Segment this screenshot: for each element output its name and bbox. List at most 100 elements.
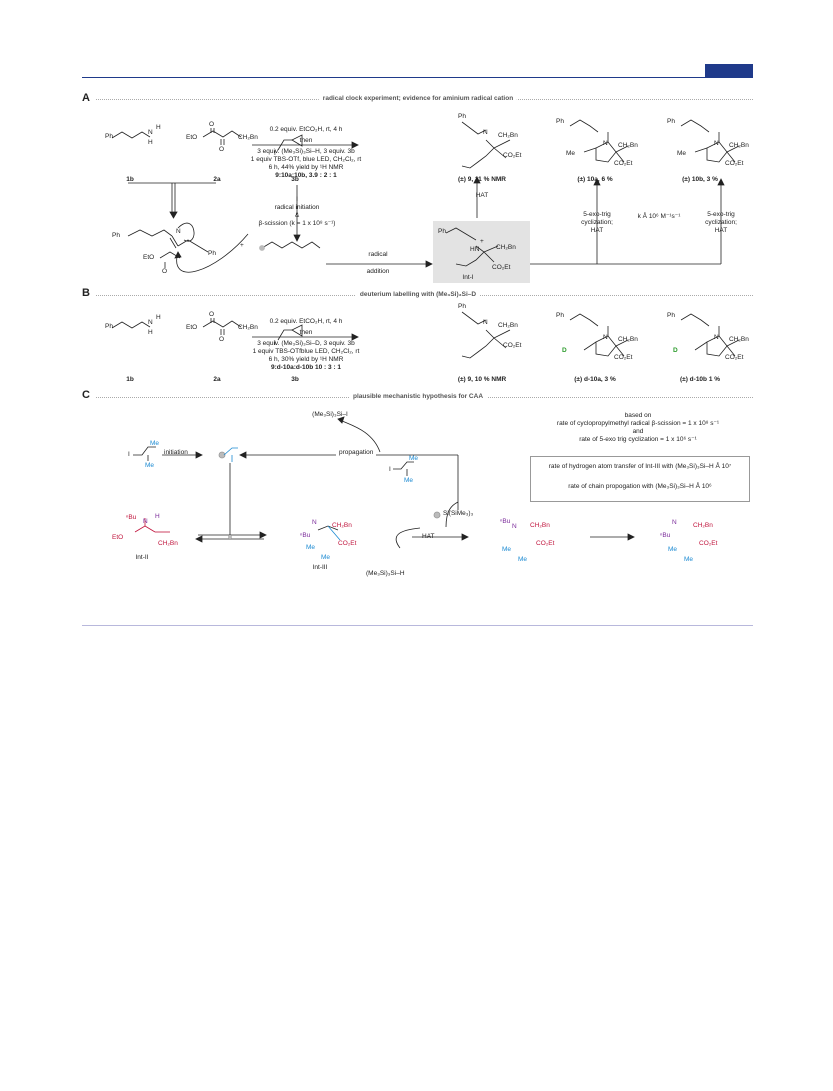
b-cond-2: 3 equiv. (Me₃Si)₃Si–D, 3 equiv. 3b	[257, 340, 355, 347]
b-p10b-ch2bn: CH₂Bn	[729, 336, 749, 343]
b-label-1b: 1b	[126, 376, 134, 383]
b-p10b-ph: Ph	[667, 312, 675, 319]
c-int2-nbu: ⁿBu	[126, 514, 137, 521]
c-based-2: and	[632, 428, 644, 435]
a-label-2a: 2a	[213, 176, 221, 183]
rates-box-line-1: rate of chain propogation with (Me₃Si)₃S…	[568, 483, 712, 490]
b-3b-i: I	[274, 340, 276, 347]
section-c-letter: C	[82, 389, 90, 401]
a-addition: addition	[366, 268, 390, 275]
footer-rule	[82, 625, 753, 626]
a-p10b-n: N	[714, 140, 719, 147]
a-cond-2: 3 equiv. (Me₃Si)₃Si–H, 3 equiv. 3b	[257, 148, 355, 155]
a-3b-i: I	[274, 150, 276, 157]
a-1b-n: N	[148, 129, 153, 136]
section-c-title: plausible mechanistic hypothesis for CAA	[348, 393, 488, 400]
a-cond-3: 1 equiv TBS-OTf, blue LED, CH₂Cl₂, rt	[250, 156, 362, 163]
int1-ph: Ph	[438, 228, 446, 235]
a-p10a-n: N	[603, 140, 608, 147]
b-cond-3: 1 equiv TBS-OTfblue LED, CH₂Cl₂, rt	[252, 348, 360, 355]
section-a-title: radical clock experiment; evidence for a…	[318, 95, 518, 102]
section-b-letter: B	[82, 287, 90, 299]
a-cond-0: 0.2 equiv. EtCO₂H, rt, 4 h	[269, 126, 343, 133]
c-int3-me1: Me	[306, 544, 316, 551]
c-p2-me1: Me	[668, 546, 678, 553]
int1-ch2bn: CH₂Bn	[496, 244, 516, 251]
a-p10b-co2et: CO₂Et	[725, 160, 744, 167]
b-product-10a: (±) d-10a, 3 %	[574, 376, 616, 383]
a-ri-3: β-scission (k = 1 x 10⁸ s⁻¹)	[258, 220, 336, 227]
rates-box-line-0: rate of hydrogen atom transfer of Int-II…	[548, 463, 732, 470]
b-2a-o1: O	[209, 311, 215, 318]
b-p9-ch2bn: CH₂Bn	[498, 322, 518, 329]
c-silane: (Me₃Si)₃Si–H	[366, 570, 405, 577]
c-int3-me2: Me	[321, 554, 331, 561]
a-plus: +	[240, 242, 244, 249]
a-product-9: (±) 9, 11 % NMR	[458, 176, 506, 183]
c-si-radical: Si(SiMe₃)₃	[443, 510, 474, 517]
b-p10a-d: D	[562, 347, 567, 354]
a-1b-ph: Ph	[105, 133, 113, 140]
int1-label: Int-I	[462, 274, 474, 281]
a-cond-5: 9:10a:10b, 3.9 : 2 : 1	[275, 172, 337, 179]
b-cond-0: 0.2 equiv. EtCO₂H, rt, 4 h	[269, 318, 343, 325]
a-im-o: O	[162, 268, 168, 275]
a-cyc-b-2: HAT	[714, 227, 728, 234]
c-p1-co2et: CO₂Et	[536, 540, 555, 547]
a-p10b-ph: Ph	[667, 118, 675, 125]
a-p9-n: N	[483, 129, 488, 136]
b-label-3b: 3b	[291, 376, 299, 383]
a-p10a-ph: Ph	[556, 118, 564, 125]
c-initiation: initiation	[164, 449, 188, 456]
a-im-ph: Ph	[112, 232, 120, 239]
c-int3-n: N	[312, 519, 317, 526]
int1-plus: +	[480, 238, 484, 245]
c-int2-ch2bn: CH₂Bn	[158, 540, 178, 547]
c-ipr2-me1: Me	[409, 455, 419, 462]
a-cyc-a-2: HAT	[590, 227, 604, 234]
c-p1-me2: Me	[518, 556, 528, 563]
a-cyc-b-1: cyclization;	[705, 219, 737, 226]
a-ri-1: radical initiation	[274, 204, 320, 211]
b-2a-eto: EtO	[186, 324, 198, 331]
header-accent-block	[705, 64, 753, 77]
a-ri-0: I	[296, 196, 298, 203]
c-int2-label: Int-II	[135, 554, 149, 561]
c-int2-h: H	[155, 513, 160, 520]
a-hat: HAT	[475, 192, 489, 199]
b-2a-o2: O	[219, 336, 225, 343]
a-2a-eto: EtO	[186, 134, 198, 141]
b-1b-n: N	[148, 319, 153, 326]
c-based-0: based on	[624, 412, 652, 419]
b-product-9: (±) 9, 10 % NMR	[457, 376, 507, 383]
b-cond-4: 6 h, 30% yield by ¹H NMR	[268, 356, 344, 363]
c-based-1: rate of cyclopropylmethyl radical β-scis…	[556, 420, 720, 427]
a-p10b-ch2bn: CH₂Bn	[729, 142, 749, 149]
c-p2-ch2bn: CH₂Bn	[693, 522, 713, 529]
rates-box: rate of hydrogen atom transfer of Int-II…	[530, 456, 750, 502]
c-ipr-i: I	[128, 451, 130, 458]
c-int3-ch2bn: CH₂Bn	[332, 522, 352, 529]
c-int3-co2et: CO₂Et	[338, 540, 357, 547]
b-1b-ph: Ph	[105, 323, 113, 330]
c-silyl-iodide: (Me₃Si)₃Si–I	[312, 411, 348, 418]
a-1b-h1: H	[156, 124, 161, 131]
b-cond-1: then	[299, 329, 313, 336]
b-product-10b: (±) d-10b 1 %	[679, 376, 721, 383]
a-product-10b: (±) 10b, 3 %	[682, 176, 718, 183]
a-p9-co2et: CO₂Et	[503, 152, 522, 159]
b-p10a-co2et: CO₂Et	[614, 354, 633, 361]
a-1b-h2: H	[148, 139, 153, 146]
a-cyc-a-0: 5-exo-trig	[583, 211, 611, 218]
c-p2-me2: Me	[684, 556, 694, 563]
c-ipr2-i: I	[389, 466, 391, 473]
int1-hn: HN	[470, 246, 480, 253]
a-p10a-me: Me	[566, 150, 576, 157]
a-im-n: N	[176, 228, 181, 235]
c-int3-label: Int-III	[312, 564, 328, 571]
b-p9-ph: Ph	[458, 303, 466, 310]
b-p10b-co2et: CO₂Et	[725, 354, 744, 361]
int1-co2et: CO₂Et	[492, 264, 511, 271]
b-cond-5: 9:d-10a:d-10b 10 : 3 : 1	[270, 364, 342, 371]
c-int2-eto: EtO	[112, 534, 124, 541]
